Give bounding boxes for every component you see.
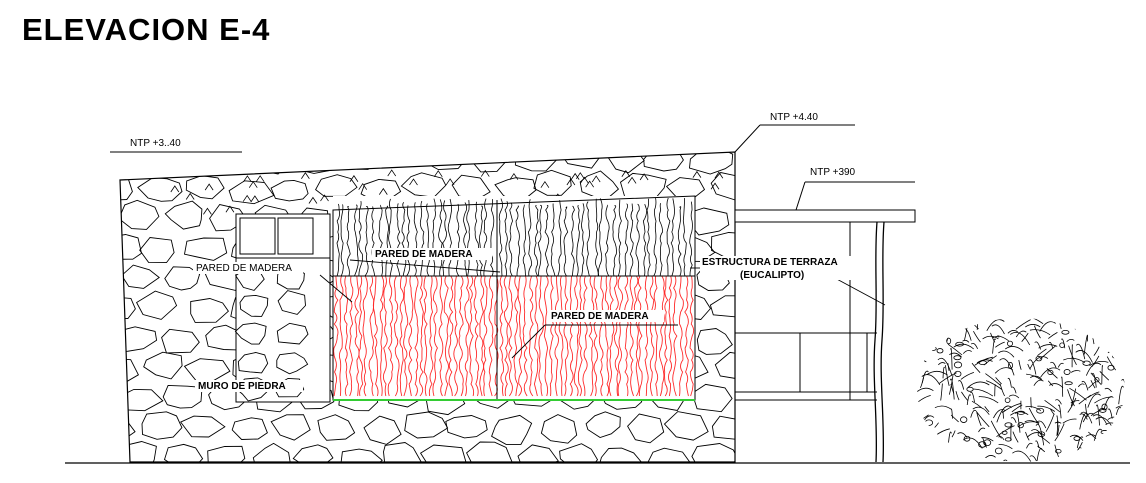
label-wood-wall-upper: PARED DE MADERA [375, 249, 473, 260]
level-terrace-text: NTP +390 [810, 167, 856, 178]
terrace-structure [734, 209, 916, 463]
wood-wall [332, 195, 696, 401]
bush [915, 318, 1125, 462]
drawing-title: ELEVACION E-4 [22, 12, 271, 47]
level-left-text: NTP +3..40 [130, 138, 181, 149]
label-wood-wall-small: PARED DE MADERA [196, 263, 292, 274]
label-stone-wall: MURO DE PIEDRA [198, 381, 286, 392]
level-marker-left: NTP +3..40 [110, 138, 242, 153]
level-top-text: NTP +4.40 [770, 112, 818, 123]
label-terrace-structure-2: (EUCALIPTO) [740, 270, 804, 281]
level-marker-top: NTP +4.40 [734, 112, 855, 153]
label-terrace-structure-1: ESTRUCTURA DE TERRAZA [702, 257, 838, 268]
window-panel [234, 213, 331, 403]
wood-wall-red-section [333, 276, 695, 400]
label-wood-wall-lower: PARED DE MADERA [551, 311, 649, 322]
level-marker-terrace: NTP +390 [795, 167, 915, 211]
